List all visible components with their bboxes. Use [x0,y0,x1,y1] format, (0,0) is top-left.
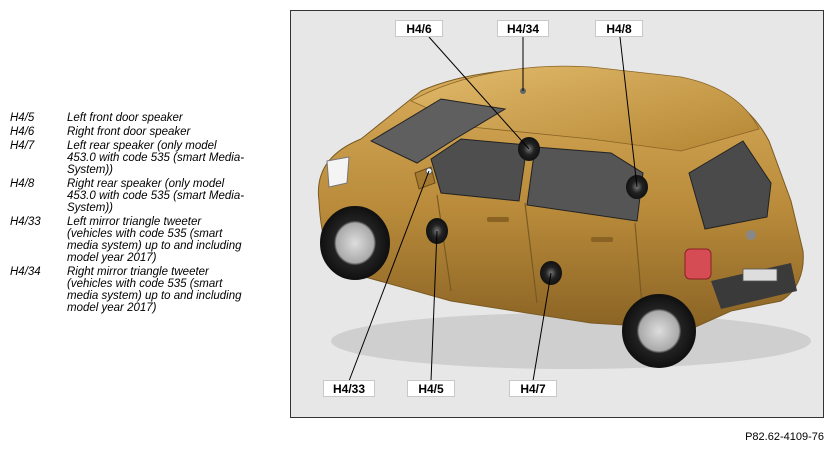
legend-desc: Left rear speaker (only model 453.0 with… [67,140,245,176]
legend-row-h4-8: H4/8 Right rear speaker (only model 453.… [10,178,280,214]
legend-desc: Right mirror triangle tweeter (vehicles … [67,266,242,314]
legend-desc: Left front door speaker [67,112,183,124]
legend: H4/5 Left front door speaker H4/6 Right … [10,112,280,316]
legend-desc: Left mirror triangle tweeter (vehicles w… [67,216,242,264]
callout-h4-7: H4/7 [509,380,557,397]
figure-reference: P82.62-4109-76 [745,431,824,443]
ground-shadow [331,313,811,369]
callout-h4-6: H4/6 [395,20,443,37]
leader-lines [348,36,638,382]
rear-door-handle [591,237,613,242]
legend-row-h4-6: H4/6 Right front door speaker [10,126,280,138]
license-plate [742,268,778,282]
legend-row-h4-33: H4/33 Left mirror triangle tweeter (vehi… [10,216,280,264]
front-wheel [320,206,390,280]
legend-row-h4-7: H4/7 Left rear speaker (only model 453.0… [10,140,280,176]
legend-code: H4/8 [10,178,35,190]
legend-code: H4/34 [10,266,41,278]
rear-wheel [622,294,696,368]
legend-desc: Right rear speaker (only model 453.0 wit… [67,178,245,214]
brand-logo [746,230,756,240]
headlight [326,156,350,188]
legend-desc: Right front door speaker [67,126,191,138]
legend-code: H4/7 [10,140,35,152]
front-door-handle [487,217,509,222]
callout-h4-34: H4/34 [497,20,549,37]
legend-code: H4/6 [10,126,35,138]
tail-light [684,248,712,280]
car-illustration [317,36,811,382]
front-side-window [430,138,528,202]
callout-h4-8: H4/8 [595,20,643,37]
legend-code: H4/33 [10,216,41,228]
legend-row-h4-5: H4/5 Left front door speaker [10,112,280,124]
callout-h4-33: H4/33 [323,380,375,397]
callout-h4-5: H4/5 [407,380,455,397]
rear-window [688,140,772,230]
legend-row-h4-34: H4/34 Right mirror triangle tweeter (veh… [10,266,280,314]
legend-code: H4/5 [10,112,35,124]
car-speaker-figure: H4/6 H4/34 H4/8 H4/33 H4/5 H4/7 [290,10,824,418]
windshield [369,98,507,164]
